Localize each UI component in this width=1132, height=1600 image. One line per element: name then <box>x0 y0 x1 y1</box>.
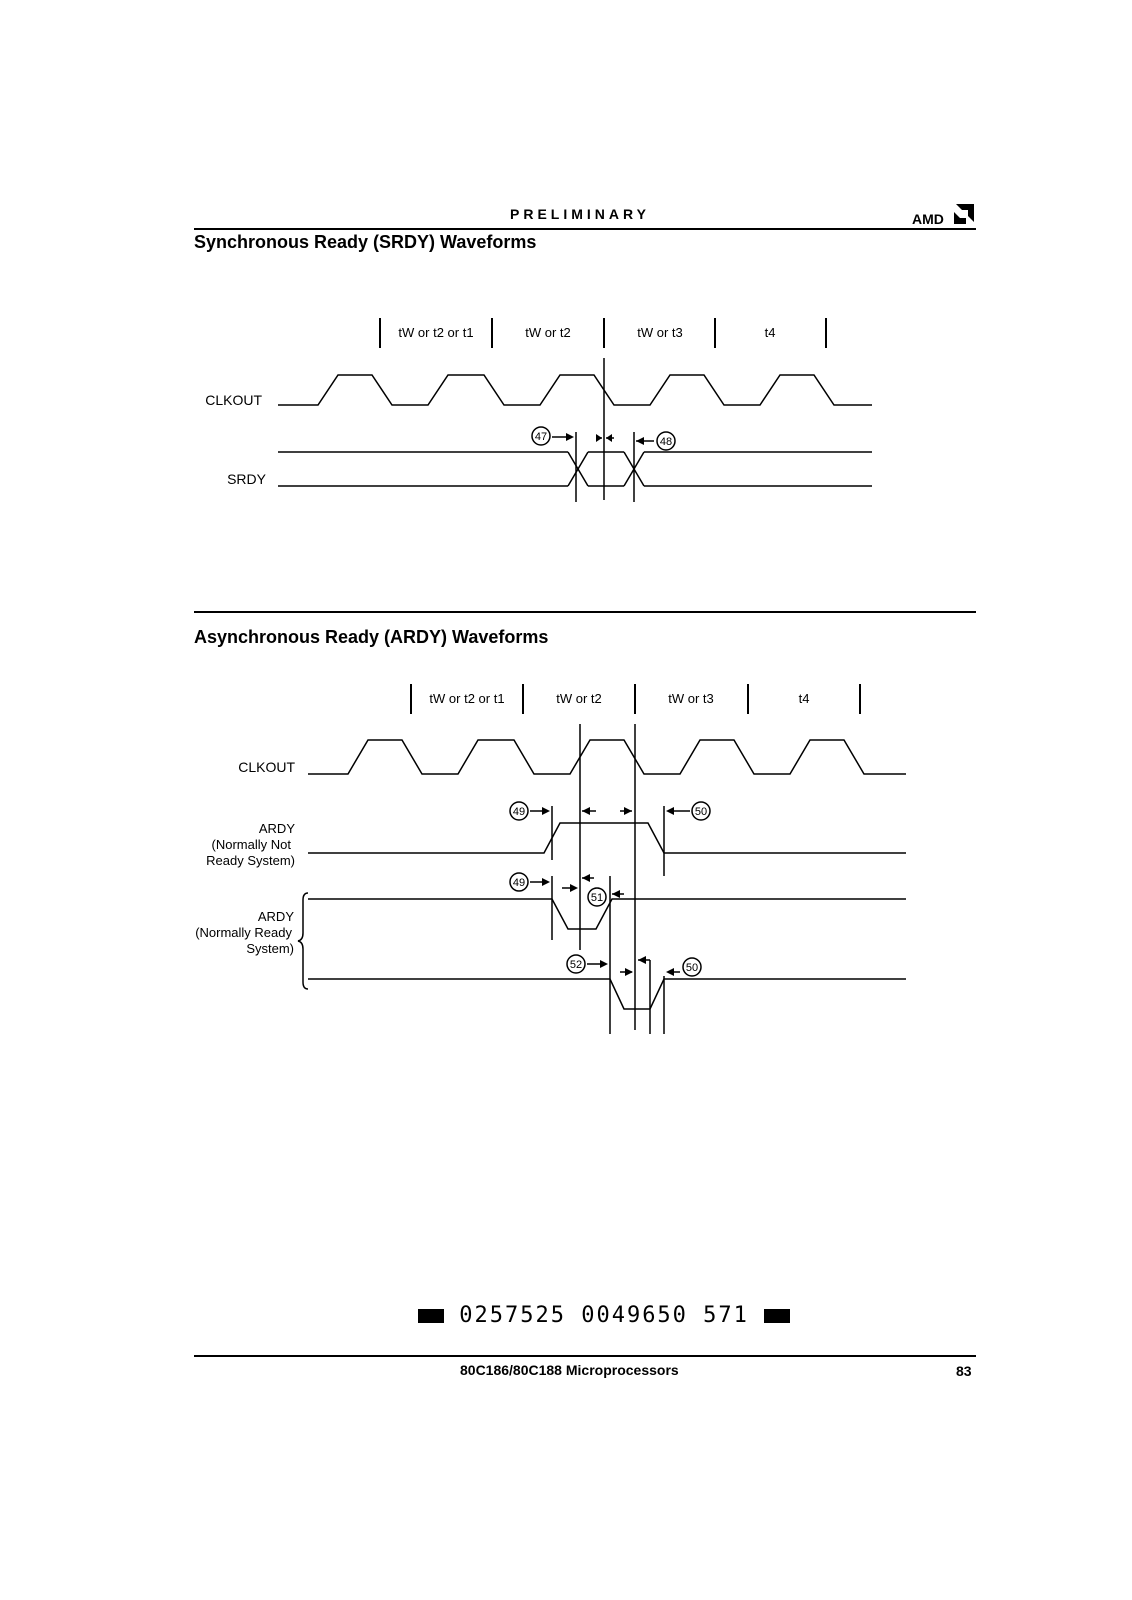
marker-52: 52 <box>570 959 582 971</box>
header-rule <box>194 228 976 230</box>
ardy-clkout-label: CLKOUT <box>238 759 295 775</box>
srdy-state-label-1: tW or t2 or t1 <box>398 325 473 340</box>
srdy-signal-label: SRDY <box>227 471 267 487</box>
barcode-line: 0257525 0049650 571 <box>418 1303 791 1328</box>
ardy-ready-label-1: ARDY <box>258 909 294 924</box>
barcode-text: 0257525 0049650 571 <box>459 1303 749 1328</box>
amd-logo-icon <box>954 204 974 224</box>
srdy-section-title: Synchronous Ready (SRDY) Waveforms <box>194 232 537 252</box>
ardy-timing-diagram: tW or t2 or t1 tW or t2 tW or t3 t4 CLKO… <box>195 684 906 1034</box>
marker-51: 51 <box>591 892 603 904</box>
amd-brand: AMD <box>912 211 944 227</box>
srdy-state-label-4: t4 <box>765 325 776 340</box>
srdy-state-label-3: tW or t3 <box>637 325 683 340</box>
ardy-ready-label-2: (Normally Ready <box>195 925 292 940</box>
ardy-state-label-2: tW or t2 <box>556 691 602 706</box>
srdy-timing-diagram: tW or t2 or t1 tW or t2 tW or t3 t4 CLKO… <box>205 318 872 502</box>
srdy-clkout-label: CLKOUT <box>205 392 262 408</box>
ardy-not-ready-label-3: Ready System) <box>206 853 295 868</box>
ardy-ready-label-3: System) <box>246 941 294 956</box>
ardy-state-label-3: tW or t3 <box>668 691 714 706</box>
marker-49-a: 49 <box>513 806 525 818</box>
footer-title: 80C186/80C188 Microprocessors <box>460 1362 679 1378</box>
barcode-block-right <box>764 1309 791 1323</box>
ardy-not-ready-label-1: ARDY <box>259 821 295 836</box>
ardy-section-title: Asynchronous Ready (ARDY) Waveforms <box>194 627 549 647</box>
ardy-state-label-1: tW or t2 or t1 <box>429 691 504 706</box>
ardy-not-ready-label-2: (Normally Not <box>212 837 292 852</box>
srdy-state-label-2: tW or t2 <box>525 325 571 340</box>
preliminary-label: PRELIMINARY <box>510 206 650 222</box>
marker-50-a: 50 <box>695 806 707 818</box>
section-divider <box>194 611 976 613</box>
ardy-state-label-4: t4 <box>799 691 810 706</box>
footer-page-number: 83 <box>956 1363 972 1379</box>
barcode-block-left <box>418 1309 444 1323</box>
marker-48: 48 <box>660 436 672 448</box>
footer-rule <box>194 1355 976 1357</box>
marker-50-b: 50 <box>686 962 698 974</box>
marker-47: 47 <box>535 431 547 443</box>
marker-49-b: 49 <box>513 877 525 889</box>
